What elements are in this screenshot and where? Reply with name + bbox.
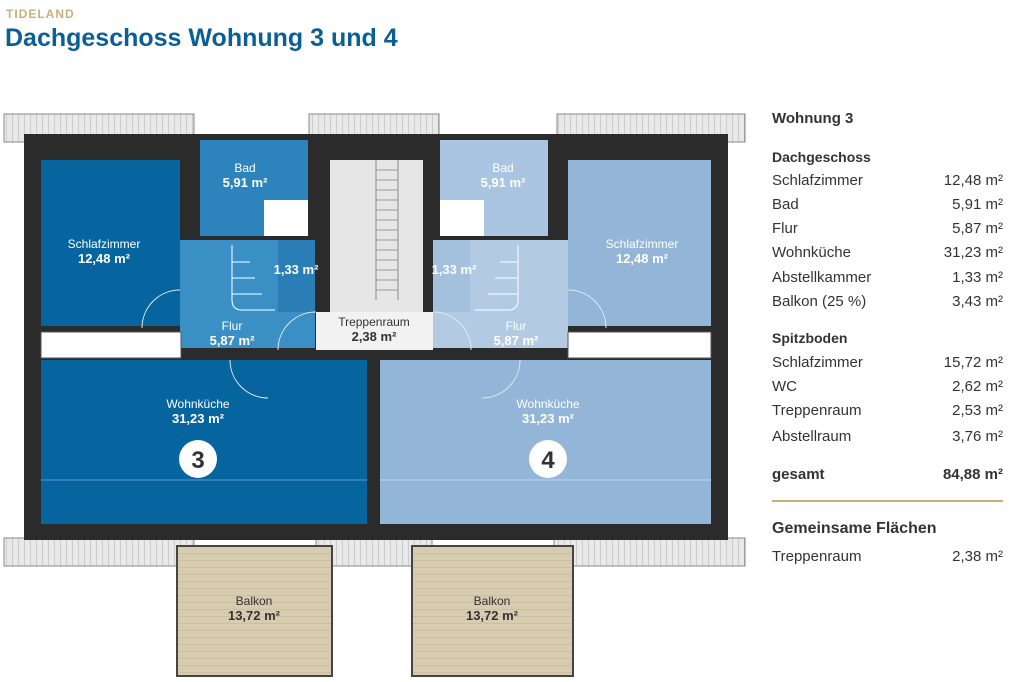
unit-3-badge: [179, 440, 217, 478]
room-label: Balkon: [474, 594, 511, 608]
room-area: 5,91 m²: [223, 175, 268, 190]
room-label: Treppenraum: [338, 315, 410, 329]
door-swings: [141, 289, 607, 399]
room-area: 2,38 m²: [352, 329, 397, 344]
room-label: Balkon: [236, 594, 273, 608]
room-area: 1,33 m²: [274, 262, 319, 277]
room-label: Flur: [222, 319, 243, 333]
room-label: Schlafzimmer: [68, 237, 141, 251]
room-area: 5,87 m²: [494, 333, 539, 348]
unit-3-number: 3: [191, 447, 204, 474]
room-area: 31,23 m²: [522, 411, 575, 426]
room-area: 1,33 m²: [432, 262, 477, 277]
roof-eaves-bottom: [3, 537, 746, 567]
balcony-4: [411, 545, 574, 677]
room-area: 13,72 m²: [228, 608, 281, 623]
section-heading-common: Gemeinsame Flächen: [772, 520, 937, 537]
unit-4-number: 4: [541, 447, 555, 474]
room-area: 5,87 m²: [210, 333, 255, 348]
stairs-unit-4: [475, 245, 519, 311]
brand-label: TIDELAND: [6, 7, 75, 21]
section-heading-dachgeschoss: Dachgeschoss: [772, 149, 871, 165]
room-area: 13,72 m²: [466, 608, 519, 623]
stairs-unit-3: [231, 245, 275, 311]
section-heading-spitzboden: Spitzboden: [772, 330, 848, 346]
table-row: Balkon (25 %)3,43 m²: [772, 293, 1003, 310]
room-area: 12,48 m²: [78, 251, 131, 266]
legend-title: Wohnung 3: [772, 110, 854, 127]
room-abstellkammer-4: [433, 240, 470, 312]
balcony-3: [176, 545, 333, 677]
page-title: Dachgeschoss Wohnung 3 und 4: [5, 24, 398, 52]
divider: [772, 500, 1003, 502]
stairwell: [316, 160, 433, 350]
room-label: Wohnküche: [166, 397, 229, 411]
room-label: Bad: [492, 161, 513, 175]
room-label: Bad: [234, 161, 255, 175]
room-area: 12,48 m²: [616, 251, 669, 266]
room-label: Wohnküche: [516, 397, 579, 411]
room-area: 5,91 m²: [481, 175, 526, 190]
room-label: Schlafzimmer: [606, 237, 679, 251]
unit-4-badge: [529, 440, 567, 478]
room-label: Flur: [506, 319, 527, 333]
room-abstellkammer-3: [278, 240, 315, 312]
room-area: 31,23 m²: [172, 411, 225, 426]
floor-plan: 3 4 Schlafzimmer 12,48 m² Bad 5,91 m² 1,…: [3, 113, 746, 677]
